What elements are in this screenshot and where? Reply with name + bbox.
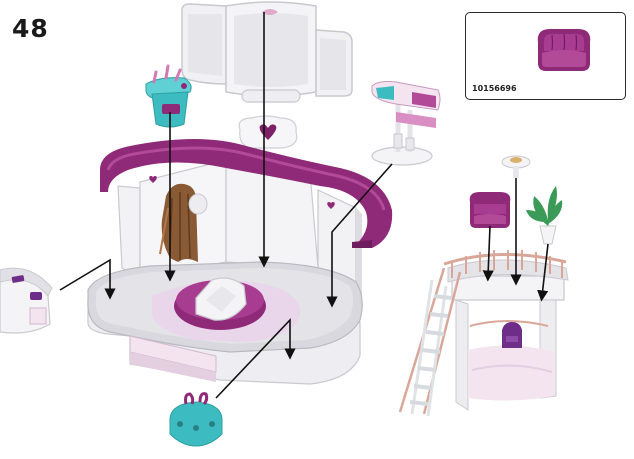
step-number: 48 (12, 14, 49, 43)
clothing-rack (371, 81, 441, 166)
vanity-mirror (181, 1, 353, 103)
part-number-label: 10156696 (472, 84, 517, 93)
arrow-teal-stool (215, 317, 296, 399)
arrow-clothing-rack (326, 163, 393, 308)
teal-accessory-cup (145, 64, 192, 128)
heart-plaque (238, 115, 298, 149)
potted-plant (526, 186, 563, 245)
reception-desk (0, 267, 53, 334)
loft-balcony (398, 250, 569, 417)
arrow-loft-armchair (482, 225, 494, 282)
teal-stool (169, 392, 223, 447)
arrow-potted-plant (537, 243, 549, 302)
arrow-reception-desk (59, 258, 116, 300)
assembly-arrows (59, 12, 549, 399)
part-callout-box: 10156696 (465, 12, 626, 100)
ceiling-lamp (501, 155, 531, 178)
round-ottoman (174, 277, 266, 330)
armchair-part-icon (537, 29, 591, 71)
loft-armchair (469, 192, 511, 228)
magenta-canopy (100, 139, 393, 248)
